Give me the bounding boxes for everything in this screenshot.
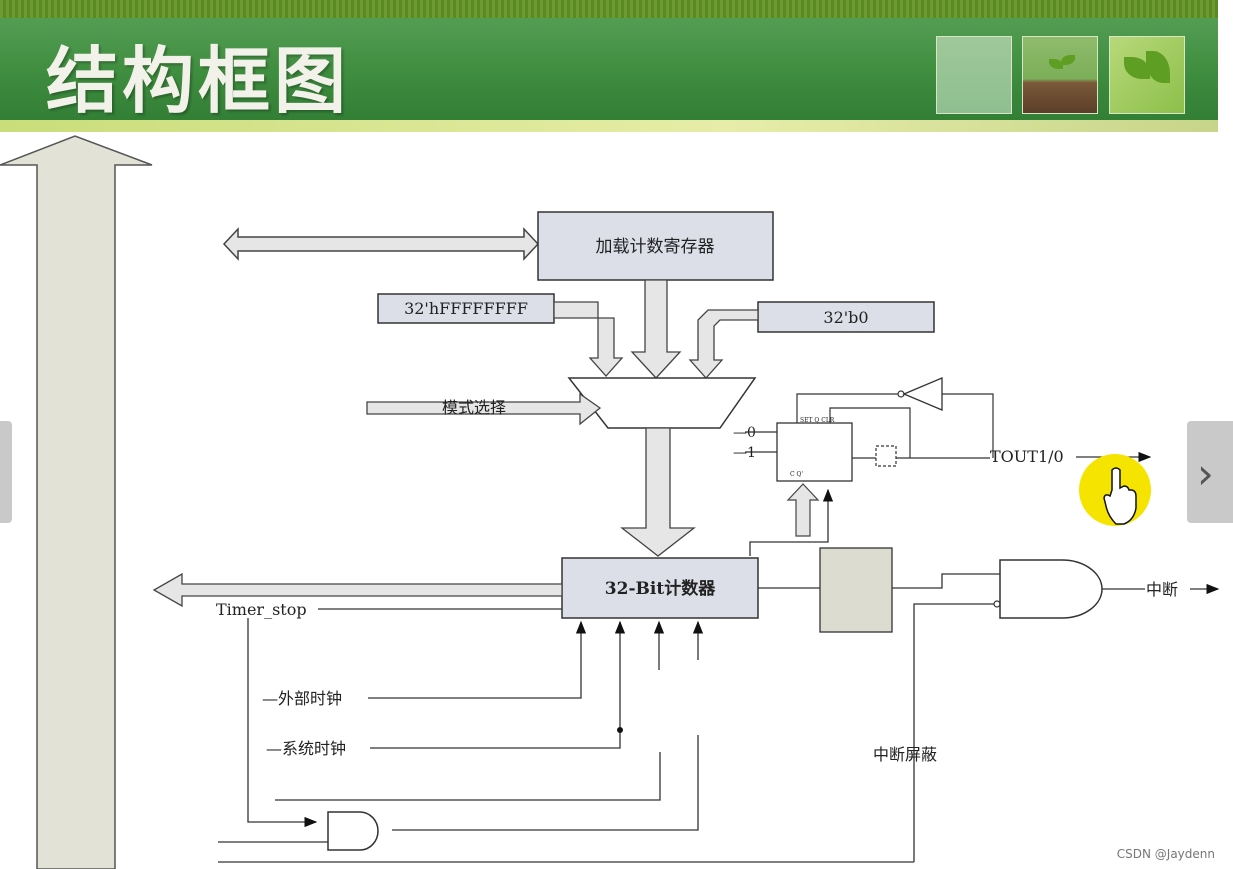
inverter [902, 377, 943, 411]
next-slide-button[interactable]: › [1187, 421, 1233, 523]
zero-to-mux-arrow [688, 309, 759, 379]
interrupt-and-gate [999, 559, 1103, 619]
sprout-image-icon [1022, 36, 1098, 114]
load-register-label: 加载计数寄存器 [596, 237, 715, 257]
counter-block [561, 557, 759, 619]
svg-text:C Q': C Q' [790, 471, 803, 478]
timer-stop-label: Timer_stop [216, 600, 307, 619]
ff-clock-arrow [786, 483, 820, 537]
counter-out-arrow [152, 572, 563, 608]
external-clock-label: —外部时钟 [262, 689, 342, 708]
mode-select-arrow [366, 392, 602, 426]
const-zero-label: 32'b0 [823, 308, 868, 327]
tout-label: TOUT1/0 [990, 447, 1064, 466]
const-ffff-block [377, 293, 555, 324]
interrupt-mask-label: 中断屏蔽 [873, 745, 937, 764]
ff-input-0: —0 [733, 425, 756, 441]
bus-up-arrow [0, 135, 153, 869]
previous-slide-button[interactable] [0, 421, 12, 523]
system-clock-label: —系统时钟 [266, 739, 346, 758]
load-to-mux-arrow [630, 279, 682, 379]
mode-select-label: 模式选择 [442, 398, 506, 417]
const-zero-block [757, 301, 935, 333]
tout-buffer [875, 445, 897, 467]
ffff-to-mux-arrow [553, 301, 624, 377]
interrupt-label: 中断 [1146, 580, 1178, 599]
slide-header: 结构框图 [0, 0, 1218, 132]
mode-mux [567, 377, 757, 429]
counter-label: 32-Bit计数器 [605, 578, 716, 599]
mux-to-counter-arrow [620, 427, 696, 557]
header-thumbnail-plain [936, 36, 1012, 114]
header-stripe [0, 0, 1218, 18]
flip-flop-block [776, 422, 853, 482]
bottom-and-gate [327, 811, 379, 851]
chevron-right-icon: › [1197, 449, 1214, 498]
slide-title: 结构框图 [46, 39, 351, 123]
header-underline [0, 120, 1218, 132]
leaf-image-icon [1109, 36, 1185, 114]
ff-input-1: —1 [733, 445, 756, 461]
bus-double-arrow [222, 227, 540, 261]
const-ffff-label: 32'hFFFFFFFF [404, 299, 528, 318]
interrupt-latch-block [819, 547, 893, 633]
svg-text:SET Q CLR: SET Q CLR [800, 417, 835, 424]
hand-cursor-icon [1103, 467, 1137, 525]
watermark: CSDN @Jaydenn [1116, 847, 1215, 861]
